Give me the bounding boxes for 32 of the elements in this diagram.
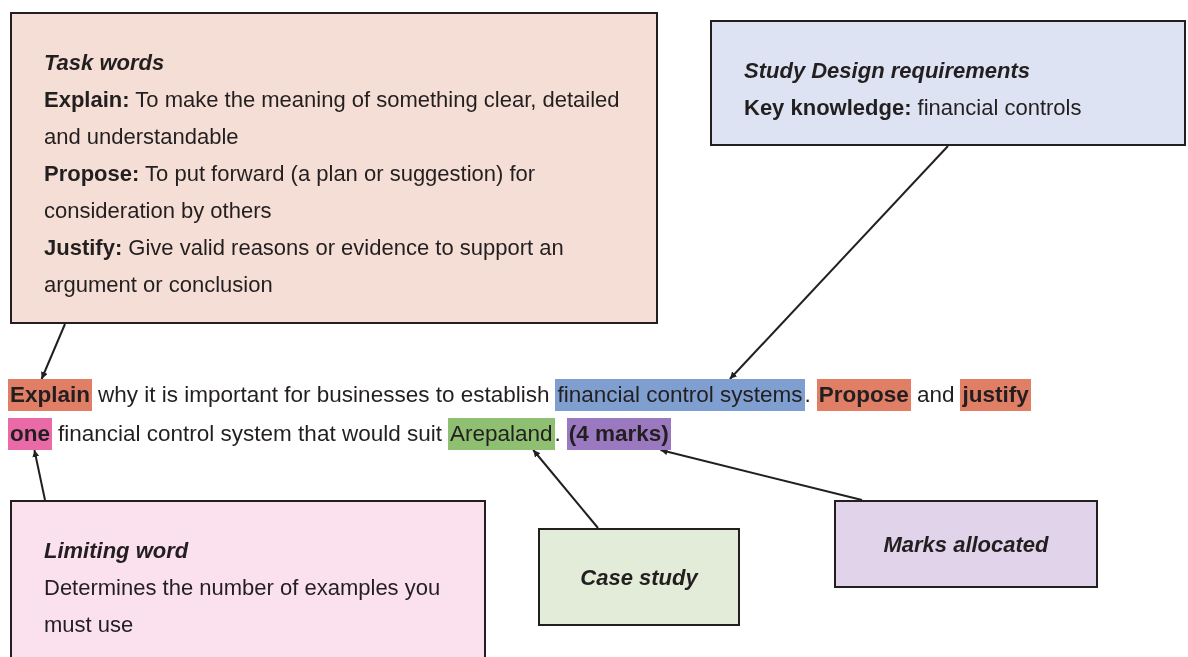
definition-text: Justify: Give valid reasons or evidence to support an argument or conclusion — [44, 234, 565, 299]
highlighted-word: Propose — [816, 379, 911, 411]
definition-text: Propose: To put forward (a plan or suggestion) for consideration by others — [44, 160, 537, 225]
callout-box — [834, 500, 1098, 588]
definition-text: Determines the number of examples you must use — [44, 574, 442, 639]
highlighted-word: (4 marks) — [566, 418, 671, 450]
callout-heading: Case study — [580, 563, 698, 592]
question-text: and — [916, 381, 955, 409]
callout-heading: Task words — [44, 49, 166, 77]
highlighted-word: justify — [960, 379, 1031, 411]
question-text: . — [554, 420, 561, 448]
question-text: financial control system that would suit — [58, 420, 442, 448]
callout-box — [538, 528, 740, 626]
callout-box — [10, 500, 486, 657]
highlighted-word: Arepaland — [447, 418, 555, 450]
callout-heading: Marks allocated — [883, 530, 1049, 559]
definition-text: Explain: To make the meaning of something clear, detailed and understandable — [44, 86, 621, 151]
arrow — [40, 323, 66, 380]
highlighted-word: one — [8, 418, 52, 450]
callout-heading: Study Design requirements — [744, 57, 1032, 85]
highlighted-word: Explain — [8, 379, 93, 411]
arrow — [532, 449, 599, 529]
highlighted-word: financial control systems — [555, 379, 805, 411]
callout-box — [10, 12, 658, 324]
arrow — [32, 449, 46, 501]
definition-text: Key knowledge: financial controls — [744, 94, 1083, 122]
arrow — [728, 145, 949, 380]
question-text: why it is important for businesses to establish — [98, 381, 550, 409]
question-text: . — [804, 381, 811, 409]
arrow — [659, 448, 863, 501]
callout-heading: Limiting word — [44, 537, 190, 565]
callout-box — [710, 20, 1186, 146]
